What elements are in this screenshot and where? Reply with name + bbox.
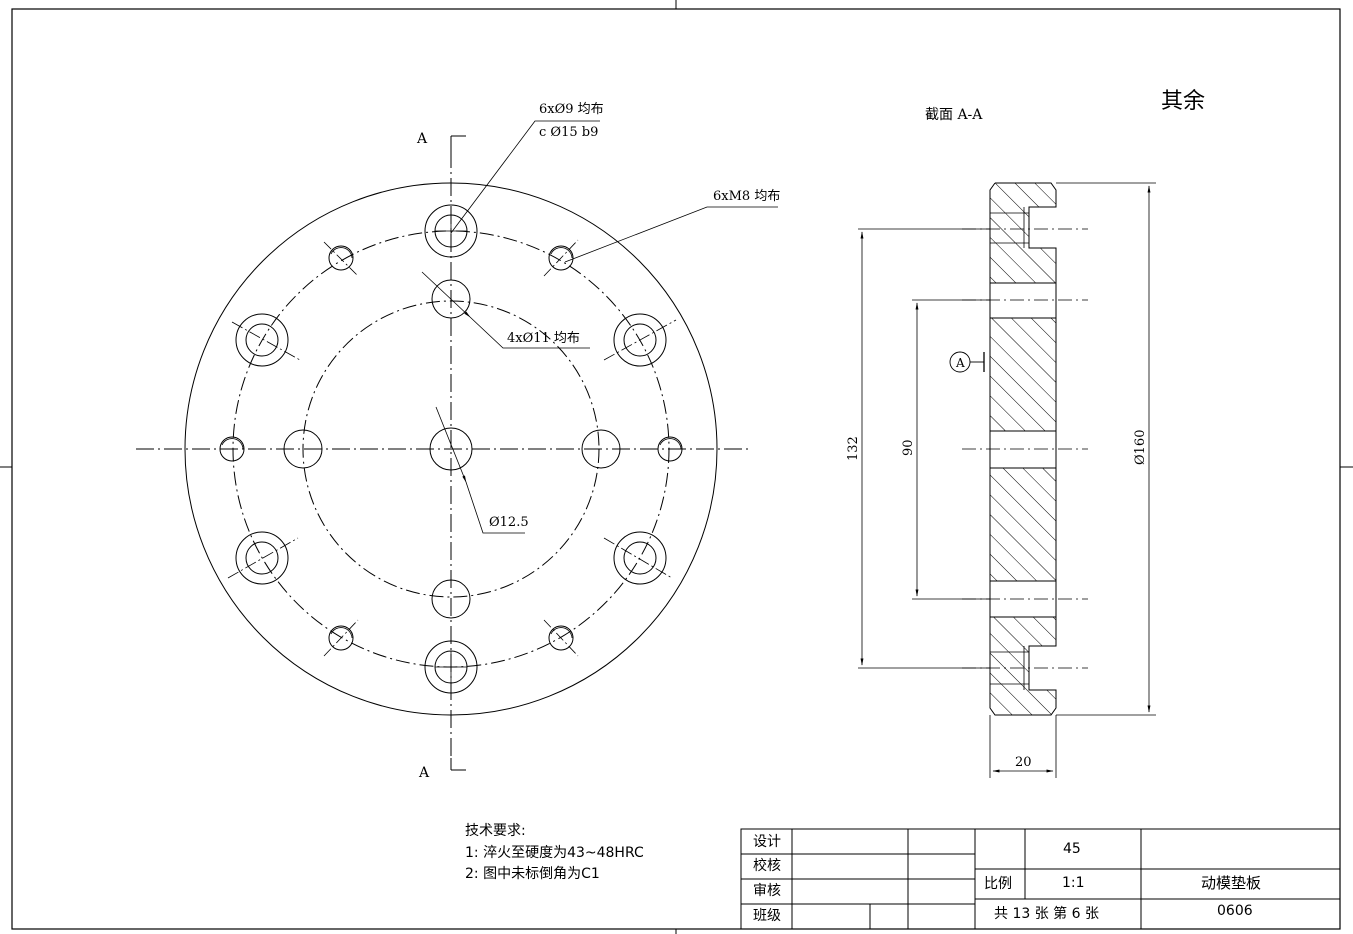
tb-part-name: 动模垫板 [1201,874,1262,892]
section-title: 截面 A-A [925,107,983,123]
through-hole [431,279,471,319]
tb-check-label: 校核 [753,858,781,874]
dim-160: Ø160 [1133,430,1148,465]
through-hole [431,579,471,619]
section-letter-top: A [416,131,428,147]
leader-threaded [564,206,778,263]
tb-sheet-info: 共 13 张 第 6 张 [994,906,1099,922]
title-block [740,828,1341,930]
callout-center: Ø12.5 [489,515,529,530]
threaded-hole [219,436,245,462]
leader-through [469,316,590,349]
tech-req-title: 技术要求: [465,823,526,839]
tb-scale-value: 1:1 [1062,875,1085,891]
section-letter-bottom: A [418,765,430,781]
section-view [858,182,1156,778]
tb-scale-label: 比例 [984,876,1012,892]
counterbore-hole [603,531,673,585]
counterbore-hole [227,531,299,585]
dim-20: 20 [1015,755,1032,770]
front-view [136,120,778,771]
threaded-hole [323,241,359,277]
threaded-hole [323,619,359,657]
tb-review-label: 审核 [753,883,781,899]
sheet-border [11,8,1341,930]
tb-material: 45 [1063,841,1081,857]
center-hole [429,427,473,471]
threaded-hole [543,239,579,277]
callout-counterbore-2: c Ø15 b9 [539,125,598,140]
datum-label: A [955,356,965,370]
counterbore-hole [603,313,677,367]
tb-drawing-no: 0606 [1217,903,1253,919]
leader-through-dim [421,271,471,318]
dim-90: 90 [901,439,916,456]
counterbore-hole [424,204,478,258]
leader-center [465,481,525,534]
threaded-hole [543,619,579,657]
leader-center-dim [435,406,467,483]
through-hole [581,429,621,469]
callout-through: 4xØ11 均布 [507,331,580,346]
tech-req-item-2: 2: 图中未标倒角为C1 [465,866,600,882]
through-hole [283,429,323,469]
callout-threaded: 6xM8 均布 [713,189,780,204]
leader-counterbore [450,120,600,234]
tb-class-label: 班级 [753,908,781,924]
counterbore-hole [424,640,478,694]
tb-design-label: 设计 [753,834,781,850]
dim-132: 132 [846,436,861,461]
tech-req-item-1: 1: 淬火至硬度为43~48HRC [465,845,644,861]
surface-note: 其余 [1161,89,1205,114]
threaded-hole [657,436,683,462]
callout-counterbore-1: 6xØ9 均布 [539,102,604,117]
counterbore-hole [231,313,301,367]
